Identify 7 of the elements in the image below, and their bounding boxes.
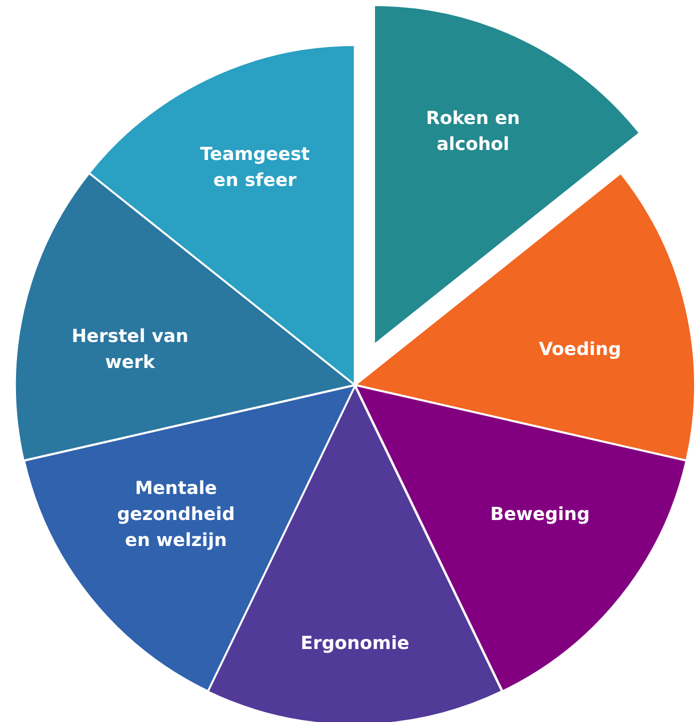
slice-label: Roken en alcohol	[424, 106, 521, 157]
slice-label: Ergonomie	[300, 632, 410, 656]
slice-label: Mentale gezondheid en welzijn	[116, 476, 236, 554]
slice-label: Beweging	[489, 502, 591, 527]
slice-label: Voeding	[538, 338, 622, 362]
slice-label: Teamgeest en sfeer	[199, 142, 311, 193]
slice-label: Herstel van werk	[70, 324, 190, 375]
